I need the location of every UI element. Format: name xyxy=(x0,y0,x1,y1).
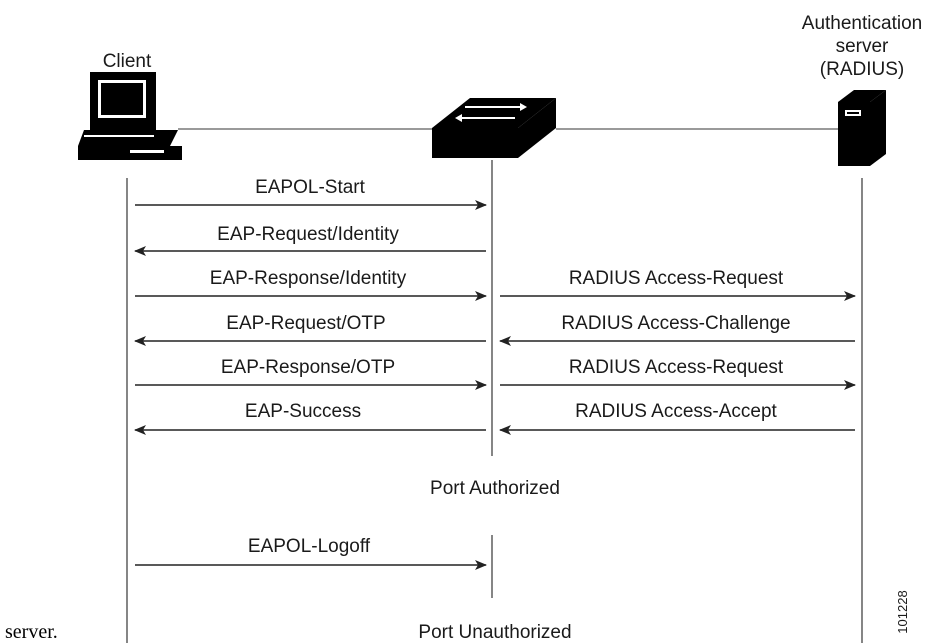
caption-fragment: server. xyxy=(5,621,58,643)
msg-radius-access-request-1-label: RADIUS Access-Request xyxy=(569,268,784,289)
msg-eap-request-otp-label: EAP-Request/OTP xyxy=(226,313,385,334)
msg-eap-response-identity-label: EAP-Response/Identity xyxy=(210,268,407,289)
switch-icon xyxy=(432,98,556,158)
msg-radius-access-request-2-label: RADIUS Access-Request xyxy=(569,357,784,378)
server-tower-icon xyxy=(838,90,886,166)
client-switch-messages: EAPOL-Start EAP-Request/Identity EAP-Res… xyxy=(134,177,487,435)
switch-server-messages: RADIUS Access-Request RADIUS Access-Chal… xyxy=(499,268,856,435)
msg-eap-success-label: EAP-Success xyxy=(245,401,361,422)
msg-radius-access-accept-label: RADIUS Access-Accept xyxy=(575,401,777,422)
msg-eapol-logoff-label: EAPOL-Logoff xyxy=(248,536,371,557)
server-label-line2: server xyxy=(836,36,889,57)
client-computer-icon xyxy=(78,72,182,160)
client-label: Client xyxy=(103,51,152,72)
msg-eap-response-otp-label: EAP-Response/OTP xyxy=(221,357,395,378)
server-label-line3: (RADIUS) xyxy=(820,59,904,80)
msg-eap-request-identity-label: EAP-Request/Identity xyxy=(217,224,399,245)
msg-eapol-start-label: EAPOL-Start xyxy=(255,177,366,198)
port-unauthorized-label: Port Unauthorized xyxy=(418,622,571,643)
msg-radius-access-challenge-label: RADIUS Access-Challenge xyxy=(561,313,790,334)
figure-id-label: 101228 xyxy=(895,590,910,633)
server-label-line1: Authentication xyxy=(802,13,922,34)
port-authorized-label: Port Authorized xyxy=(430,478,560,499)
